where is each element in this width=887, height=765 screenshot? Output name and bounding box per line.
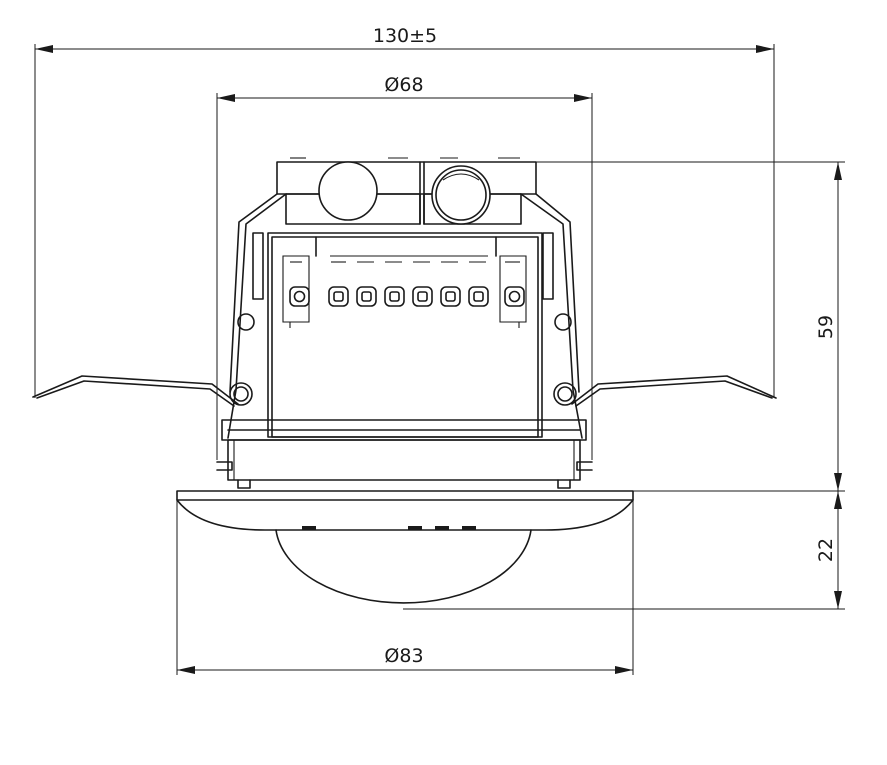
terminal-screw (504, 286, 525, 307)
label-mount-diameter: Ø68 (384, 74, 423, 96)
label-dome-height: 22 (815, 538, 837, 562)
spring-clip-left (32, 193, 287, 439)
label-housing-height: 59 (815, 315, 837, 339)
terminal-screw (440, 286, 461, 307)
terminal-housing (267, 232, 543, 438)
spring-clip-right (520, 193, 777, 439)
dimension-dome-height: 22 (403, 491, 845, 610)
terminal-screw (289, 286, 310, 307)
terminal-screws (289, 286, 525, 307)
terminal-screw (356, 286, 377, 307)
mounting-collar (216, 419, 593, 489)
spring-pivot-left (229, 382, 253, 406)
cable-gland-left (318, 161, 378, 221)
dimension-housing-height: 59 (536, 161, 845, 492)
dimension-mount-diameter: Ø68 (216, 74, 593, 460)
cable-gland-right (431, 165, 491, 225)
terminal-screw (468, 286, 489, 307)
terminal-screw (328, 286, 349, 307)
dimension-cover-diameter: Ø83 (176, 500, 634, 675)
label-overall-width: 130±5 (373, 25, 437, 47)
cover-plate (176, 490, 634, 531)
label-cover-diameter: Ø83 (384, 645, 423, 667)
terminal-screw (412, 286, 433, 307)
dimension-overall-width: 130±5 (34, 25, 775, 398)
sensor-dome (275, 526, 532, 604)
cable-entry-block (276, 157, 537, 225)
spring-pivot-right (553, 382, 577, 406)
terminal-screw (384, 286, 405, 307)
